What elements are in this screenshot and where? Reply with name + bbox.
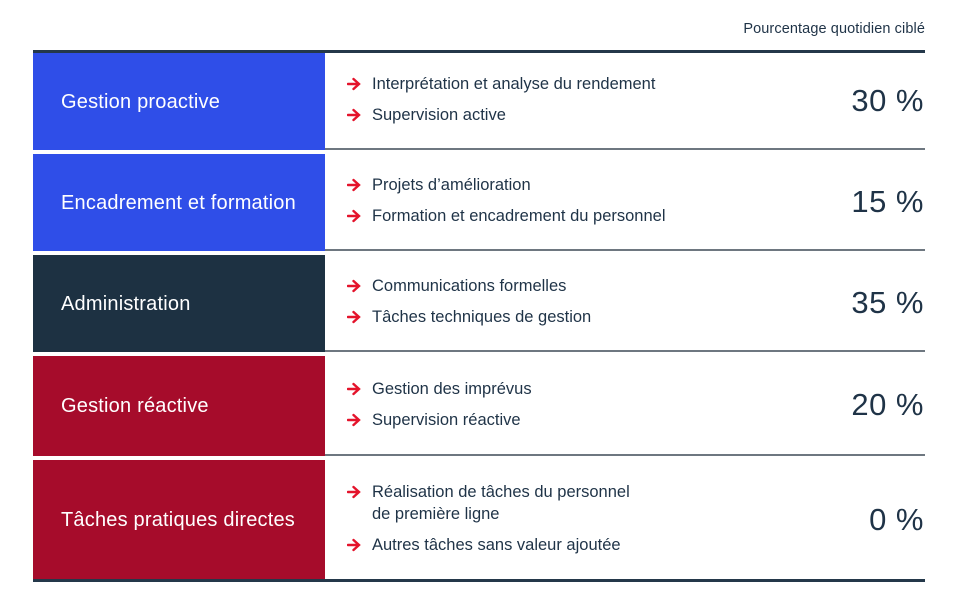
percent-value: 30 %	[851, 82, 924, 118]
arrow-right-icon	[347, 178, 361, 192]
task-item: Réalisation de tâches du personnel de pr…	[347, 482, 630, 526]
task-item-label: Supervision active	[372, 106, 506, 124]
task-item-label: Communications formelles	[372, 277, 567, 296]
task-item: Formation et encadrement du personnel	[347, 206, 666, 228]
percent-value: 35 %	[851, 284, 924, 320]
task-item: Supervision réactive	[347, 410, 532, 432]
task-item-label: Formation et encadrement du personnel	[372, 207, 666, 225]
arrow-right-icon	[347, 108, 361, 122]
row-content-cell: Réalisation de tâches du personnel de pr…	[325, 460, 925, 579]
table-bottom-border	[33, 579, 925, 582]
task-item: Supervision active	[347, 105, 655, 127]
arrow-right-icon	[347, 538, 361, 552]
task-item: Gestion des imprévus	[347, 379, 532, 401]
arrow-right-icon	[347, 485, 361, 499]
category-label: Administration	[61, 292, 191, 315]
table-row: Encadrement et formation Projets d’améli…	[33, 154, 925, 251]
task-item-label: Tâches techniques de gestion	[372, 308, 592, 326]
table-row: Gestion proactive Interprétation et anal…	[33, 53, 925, 150]
category-cell: Tâches pratiques directes	[33, 460, 325, 579]
percent-value: 15 %	[851, 183, 924, 219]
arrow-right-icon	[347, 382, 361, 396]
category-cell: Gestion proactive	[33, 53, 325, 150]
percent-value: 20 %	[851, 387, 924, 422]
category-cell: Administration	[33, 255, 325, 352]
category-cell: Encadrement et formation	[33, 154, 325, 251]
table-row: Tâches pratiques directes Réalisation de…	[33, 460, 925, 579]
task-item: Tâches techniques de gestion	[347, 307, 591, 329]
percent-column-header: Pourcentage quotidien ciblé	[743, 21, 925, 37]
arrow-right-icon	[347, 413, 361, 427]
task-item: Interprétation et analyse du rendement	[347, 74, 655, 96]
task-item-label: Projets d’amélioration	[372, 176, 531, 195]
table-rows: Gestion proactive Interprétation et anal…	[33, 53, 925, 579]
task-list: Réalisation de tâches du personnel de pr…	[347, 482, 630, 556]
arrow-right-icon	[347, 77, 361, 91]
table-top-border	[33, 50, 925, 53]
task-item-label: Autres tâches sans valeur ajoutée	[372, 535, 621, 554]
category-label: Tâches pratiques directes	[61, 508, 296, 531]
task-item-label: Supervision réactive	[372, 410, 521, 429]
arrow-right-icon	[347, 209, 361, 223]
task-item-label: Gestion des imprévus	[372, 379, 532, 398]
task-item: Communications formelles	[347, 276, 591, 298]
task-item: Projets d’amélioration	[347, 175, 666, 197]
percent-value: 0 %	[869, 501, 924, 537]
task-item-label: Interprétation et analyse du rendement	[372, 75, 656, 94]
category-label: Gestion réactive	[61, 395, 209, 417]
category-label: Gestion proactive	[61, 90, 221, 113]
arrow-right-icon	[347, 310, 361, 324]
category-table: Gestion proactive Interprétation et anal…	[33, 50, 925, 582]
task-item: Autres tâches sans valeur ajoutée	[347, 535, 630, 557]
category-cell: Gestion réactive	[33, 356, 325, 456]
arrow-right-icon	[347, 279, 361, 293]
category-label: Encadrement et formation	[61, 191, 296, 214]
task-item-label: Réalisation de tâches du personnel de pr…	[372, 483, 630, 524]
